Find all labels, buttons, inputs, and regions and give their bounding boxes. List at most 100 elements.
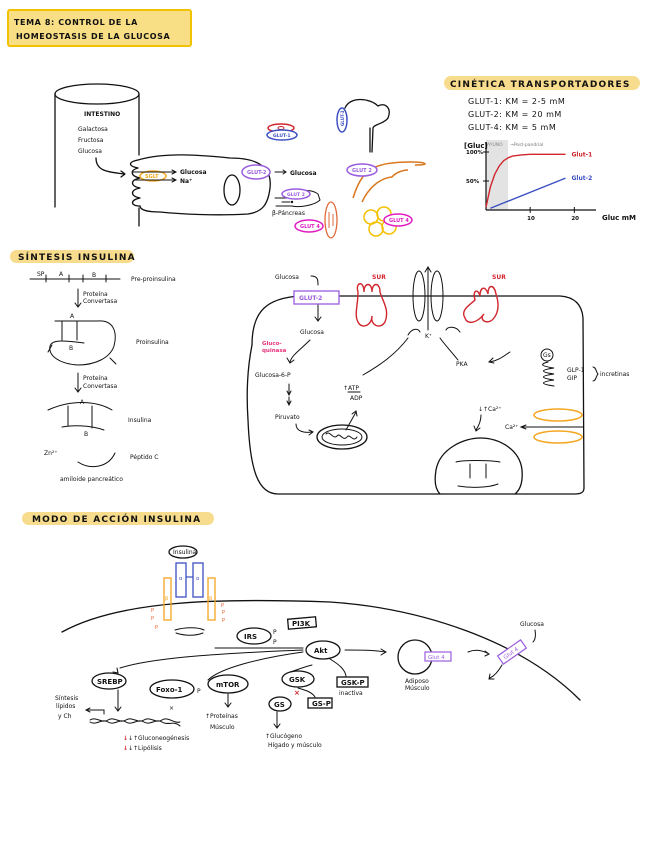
sugar-glucose: Glucosa — [78, 148, 102, 155]
synthesis-title: SÍNTESIS INSULINA — [18, 251, 136, 263]
glucose-to-blood-arrow — [274, 169, 287, 175]
akt-node — [305, 640, 341, 660]
enzyme2-line1: Proteína — [83, 375, 108, 382]
svg-text:P: P — [151, 608, 154, 614]
glycogen-label: ↑Glucógeno — [265, 733, 302, 740]
lipid-synth-line1: Síntesis — [55, 695, 78, 702]
akt-label: Akt — [314, 647, 328, 655]
svg-text:P: P — [273, 639, 277, 646]
sur-left-label: SUR — [372, 274, 386, 281]
srebp-node — [91, 672, 127, 690]
svg-text:×: × — [169, 705, 174, 712]
incretins-label: incretinas — [600, 371, 629, 378]
kinetics-section: CINÉTICA TRANSPORTADORES GLUT-1: KM = 2-… — [444, 76, 640, 132]
svg-text:↓: ↓ — [123, 745, 128, 752]
vesicle-glut4-label: Glut 4 — [428, 655, 445, 661]
x-tick-label: 10 — [527, 216, 535, 222]
enzyme1-line1: Proteína — [83, 291, 108, 298]
katp-channel-right — [430, 270, 444, 322]
glut1-rbc-label: GLUT-1 — [273, 133, 290, 139]
atp-to-katp-arrow — [362, 337, 409, 376]
c-peptide-label: Péptido C — [130, 454, 159, 461]
glucose-uptake-arrow — [95, 157, 125, 175]
mtor-node — [207, 674, 249, 694]
adipose-label: Adiposo — [405, 678, 429, 685]
enzyme1-line2: Convertasa — [83, 298, 118, 305]
sur-right — [463, 285, 499, 324]
insulin-label: Insulina — [128, 417, 152, 424]
glut3-label: GLUT-3 — [340, 110, 345, 126]
kinetics-chart: AYUNO →Post-pandrial [Gluc] Gluc mM 50%1… — [464, 140, 636, 222]
na-arrow — [133, 177, 178, 183]
lipid-synth-line3: y Ch — [58, 713, 72, 720]
katp-channel-left — [412, 270, 426, 322]
glucokinase-arrow — [286, 339, 311, 364]
gpcr-receptor — [542, 361, 555, 387]
lipolysis-label: ↓↑Lipólisis — [128, 745, 162, 752]
km-glut4: GLUT-4: KM = 5 mM — [468, 123, 556, 132]
mtor-label: mTOR — [216, 681, 240, 689]
glut3-brain — [336, 107, 348, 133]
glut2-beta-label: GLUT 2 — [287, 192, 305, 198]
y-tick-label: 100% — [466, 150, 483, 156]
autophosphorylation-arrows — [174, 627, 205, 636]
proinsulin-loop — [49, 320, 116, 366]
gsk-p-node — [336, 676, 369, 688]
foxo-label: Foxo-1 — [156, 686, 183, 694]
proinsulin-a: A — [70, 313, 75, 320]
x-axis-label: Gluc mM — [602, 214, 636, 222]
gip-label: GIP — [567, 375, 577, 382]
glucose-blood-label: Glucosa — [290, 170, 317, 177]
beta-pancreas-label: β-Páncreas — [272, 210, 305, 217]
legend-glut-2: Glut-2 — [572, 175, 593, 182]
sur-right-label: SUR — [492, 274, 506, 281]
fasting-label: AYUNO — [487, 142, 503, 148]
gs-label: GS — [274, 701, 285, 709]
enterocyte — [137, 154, 271, 216]
page-title: TEMA 8: CONTROL DE LA HOMEOSTASIS DE LA … — [7, 9, 192, 47]
glut4-adipose — [383, 213, 413, 227]
inactive-label: inactiva — [339, 690, 363, 697]
alpha-label-right: α — [196, 576, 200, 582]
glut4-adipose-label: GLUT 4 — [389, 218, 409, 224]
pyruvate-label: Piruvato — [275, 414, 300, 421]
glut2-beta — [281, 188, 311, 200]
glucose-outside: Glucosa — [275, 274, 299, 281]
svg-text:P: P — [151, 616, 154, 622]
segment-sp: SP — [37, 271, 45, 278]
insulin-molecule-label: Insulina — [173, 549, 197, 556]
preproinsulin-chain — [29, 274, 121, 283]
glut2-beta-cell-label: GLUT-2 — [299, 295, 322, 302]
alpha-subunit-right — [192, 562, 204, 598]
ca-channel-top — [533, 408, 583, 422]
membrane-glut4: Glut 4 — [496, 639, 528, 665]
beta-label-right: β — [209, 596, 212, 602]
insulin-b: B — [84, 431, 88, 438]
glut2-liver — [346, 163, 378, 177]
glut2-basolateral-label: GLUT-2 — [247, 170, 267, 176]
nucleus — [223, 174, 241, 206]
muscle-label: Músculo — [210, 724, 235, 731]
gsk-p-label: GSK-P — [341, 679, 365, 687]
svg-text:P: P — [155, 625, 158, 631]
ca-channel-bottom — [533, 430, 583, 444]
alpha-label-left: α — [179, 576, 183, 582]
glut2-beta-cell — [293, 290, 340, 305]
amyloid-label: amiloide pancreático — [60, 476, 123, 483]
series-line-glut-2 — [490, 177, 566, 209]
ca-rise-label: ↓↑Ca²⁺ — [478, 406, 502, 413]
glut2-liver-label: GLUT 2 — [352, 168, 372, 174]
title-line-2: HOMEOSTASIS DE LA GLUCOSA — [16, 32, 170, 41]
adipose-icon — [363, 206, 397, 237]
beta-cell-membrane — [246, 295, 585, 495]
insulin-molecule — [168, 545, 198, 559]
alpha-subunit-left — [175, 562, 187, 598]
gs-p-label: GS-P — [312, 700, 331, 708]
convertase-arrow-2 — [74, 372, 82, 393]
insulin-a: A — [80, 399, 85, 406]
irs-node — [236, 627, 272, 645]
proteins-label: ↑Proteínas — [205, 713, 238, 720]
proinsulin-label: Proinsulina — [136, 339, 169, 346]
intestine-label: INTESTINO — [84, 111, 120, 118]
